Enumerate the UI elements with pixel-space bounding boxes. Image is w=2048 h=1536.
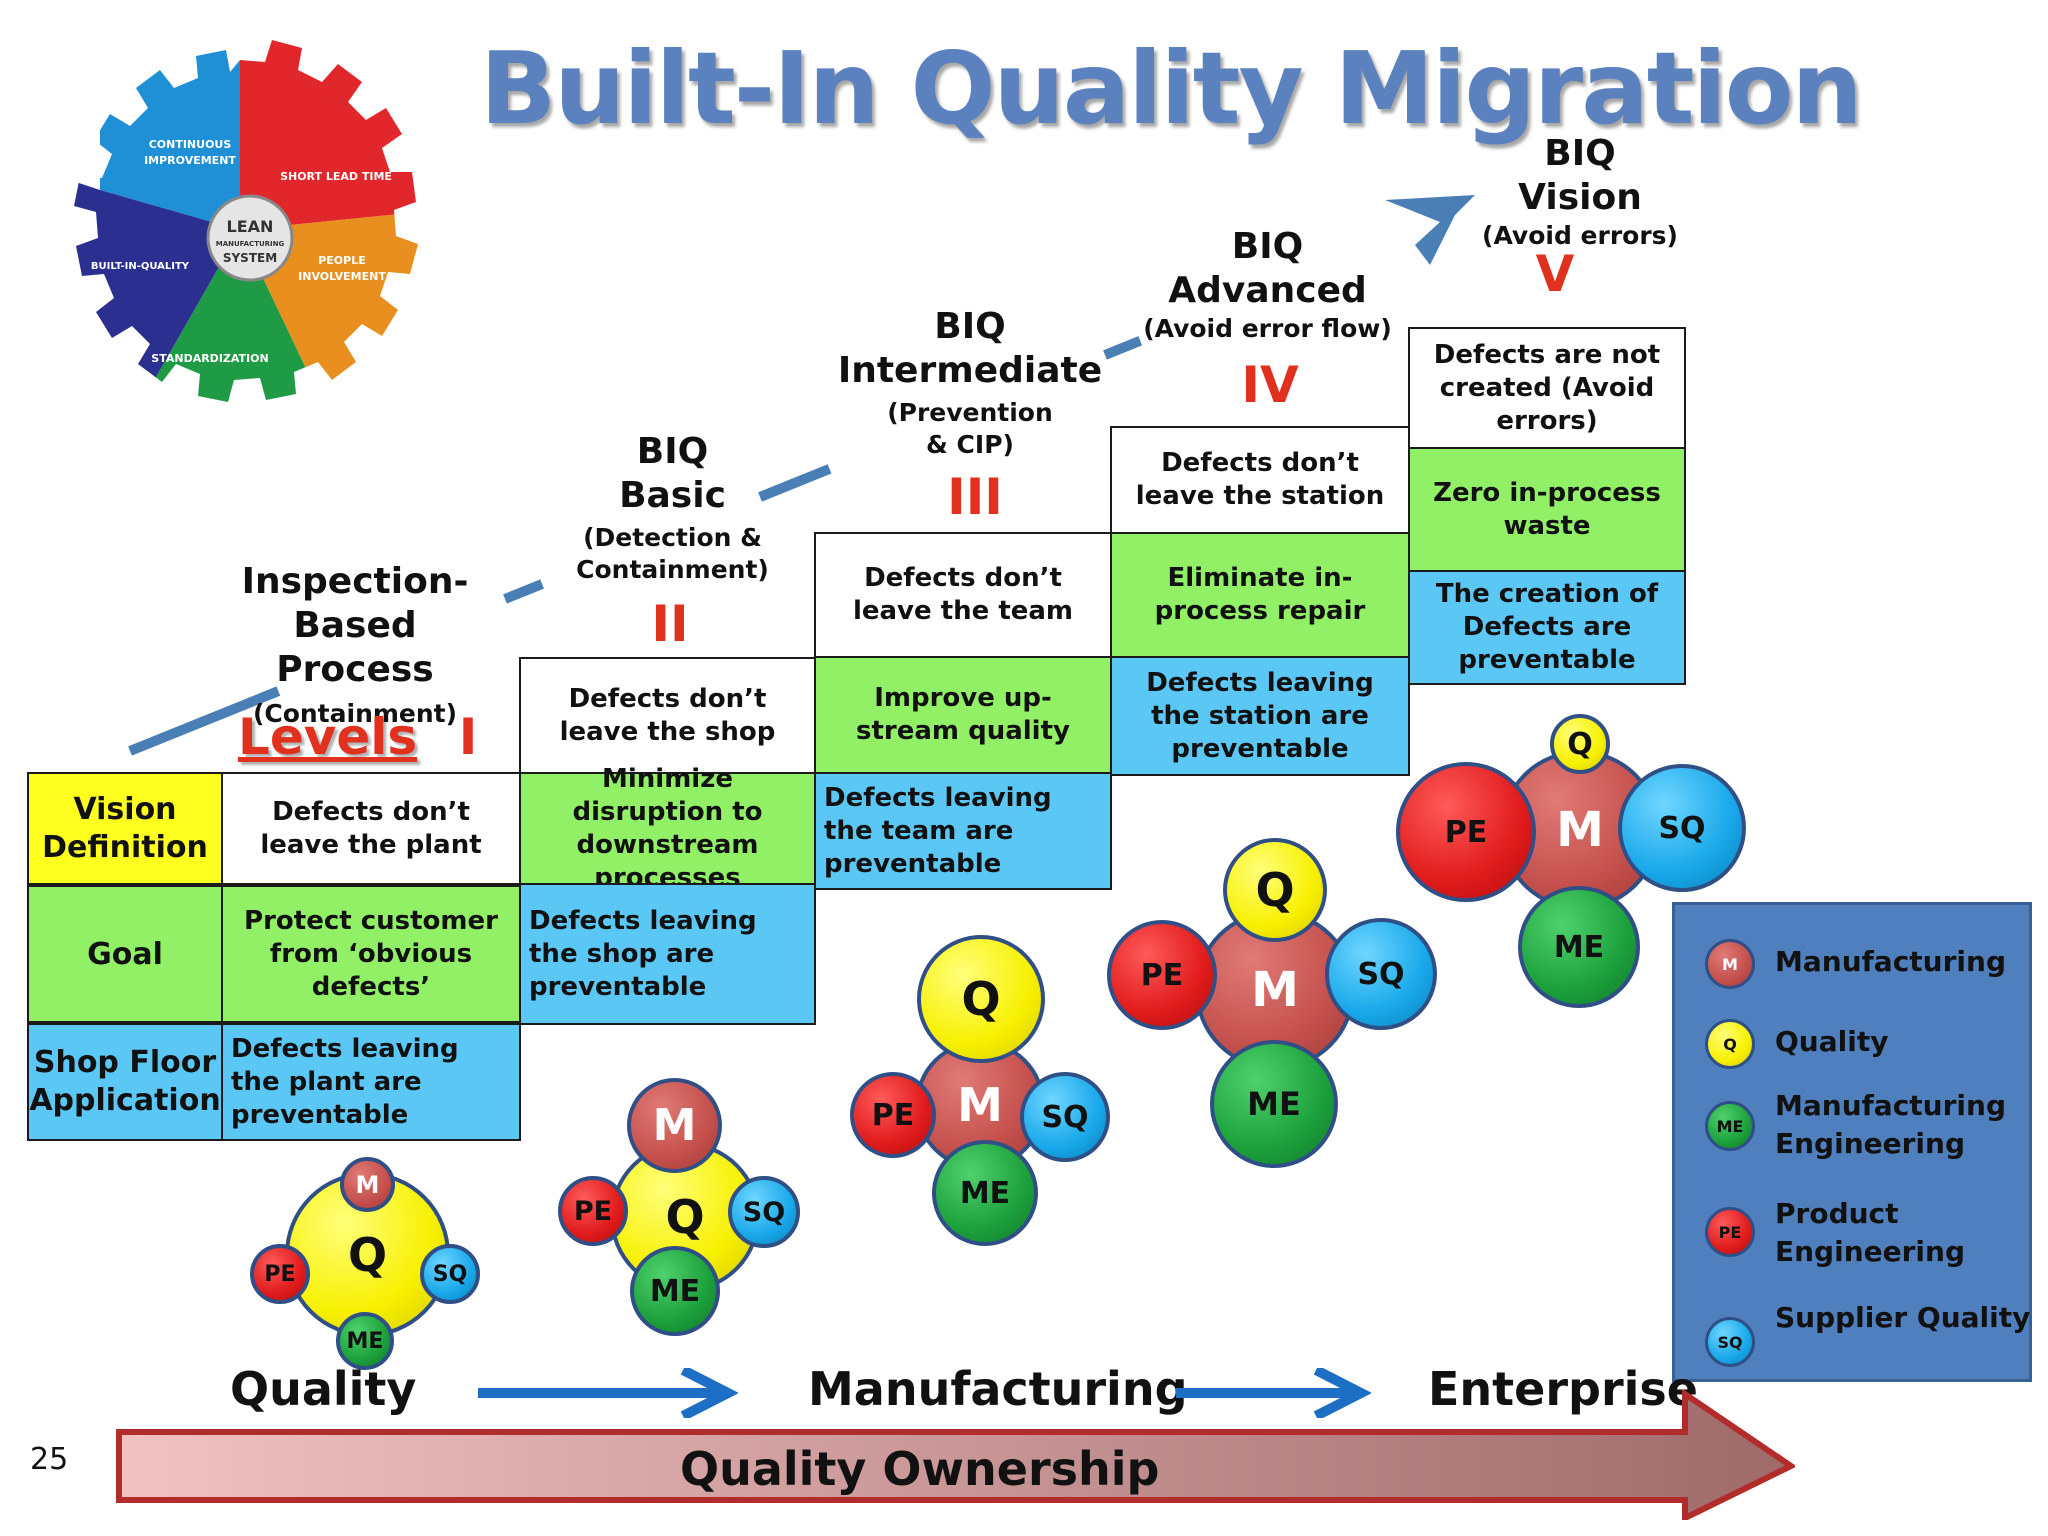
legend-q-label: Quality	[1775, 1025, 1889, 1058]
gear-label-built-in-quality: BUILT-IN-QUALITY	[91, 261, 190, 272]
legend-m-label: Manufacturing	[1775, 945, 2006, 978]
stage-5-name-line1: BIQ	[1544, 133, 1616, 174]
gear-label-continuous: CONTINUOUS	[149, 138, 232, 151]
legend-m-icon: M	[1705, 939, 1755, 989]
page-number: 25	[30, 1442, 69, 1477]
legend-me-icon: ME	[1705, 1101, 1755, 1151]
cluster-3-sq-circle: SQ	[1020, 1072, 1110, 1162]
cluster-5-me-circle: ME	[1518, 886, 1640, 1008]
stage-3-subtitle: (Prevention & CIP)	[887, 398, 1053, 459]
stage-4-name-line1: BIQ	[1231, 226, 1304, 267]
stage-5-name-line2: Vision	[1518, 177, 1642, 218]
cluster-3-q-circle: Q	[917, 935, 1045, 1063]
levels-label: Levels	[238, 708, 418, 766]
cluster-4-q-circle: Q	[1223, 838, 1327, 942]
row-label-shop: Shop Floor Application	[27, 1023, 223, 1141]
stage-4-roman: IV	[1241, 356, 1299, 414]
cluster-5-q-circle: Q	[1550, 714, 1610, 774]
vision-arrow-icon	[1385, 195, 1475, 265]
level-3-goal-cell: Improve up-stream quality	[814, 656, 1112, 774]
flow-enterprise-label: Enterprise	[1428, 1362, 1699, 1416]
cluster-1-sq-circle: SQ	[420, 1244, 480, 1304]
level-1-vision-cell: Defects don’t leave the plant	[221, 772, 521, 885]
cluster-1-pe-circle: PE	[250, 1244, 310, 1304]
stage-4-name-line2: Advanced	[1168, 270, 1367, 311]
row-label-goal: Goal	[27, 885, 223, 1023]
stage-3-roman: III	[947, 468, 1003, 526]
gear-label-involvement: INVOLVEMENT	[298, 270, 386, 283]
stage-1-name-line1: Inspection-	[241, 561, 469, 602]
cluster-1-me-circle: ME	[336, 1312, 394, 1370]
level-2-vision-cell: Defects don’t leave the shop	[519, 657, 816, 774]
gear-label-people: PEOPLE	[318, 254, 366, 267]
cluster-2-pe-circle: PE	[558, 1176, 628, 1246]
stage-2-subtitle: (Detection & Containment)	[576, 523, 769, 584]
stage-2-name-line2: Basic	[619, 475, 726, 516]
level-3-vision-cell: Defects don’t leave the team	[814, 532, 1112, 658]
level-2-shop-cell: Defects leaving the shop are preventable	[519, 883, 816, 1025]
stage-3-name-line2: Intermediate	[837, 350, 1103, 391]
flow-manufacturing-label: Manufacturing	[808, 1362, 1188, 1416]
cluster-1-m-circle: M	[340, 1157, 395, 1212]
legend-sq-icon: SQ	[1705, 1317, 1755, 1367]
legend-sq-label: Supplier Quality	[1775, 1301, 2031, 1334]
stage-5-heading: BIQ Vision (Avoid errors)	[1450, 132, 1710, 252]
cluster-3-me-circle: ME	[932, 1140, 1038, 1246]
cluster-5-pe-circle: PE	[1396, 762, 1536, 902]
gear-center-lean: LEAN	[227, 217, 274, 236]
stage-1-name-line2: Based Process	[276, 605, 434, 690]
cluster-2-m-circle: M	[627, 1078, 722, 1173]
level-4-vision-cell: Defects don’t leave the station	[1110, 426, 1410, 534]
row-label-vision: Vision Definition	[27, 772, 223, 885]
stage-1-roman: I	[458, 708, 478, 766]
stage-1-subtitle: (Containment)	[252, 699, 458, 728]
cluster-4-pe-circle: PE	[1107, 920, 1217, 1030]
legend-q-icon: Q	[1705, 1019, 1755, 1069]
stage-3-name-line1: BIQ	[934, 306, 1006, 347]
gear-label-standardization: STANDARDIZATION	[151, 352, 268, 365]
cluster-5-sq-circle: SQ	[1618, 764, 1746, 892]
quality-ownership-label: Quality Ownership	[680, 1442, 1160, 1496]
gear-center-manufacturing: MANUFACTURING	[216, 240, 285, 248]
gear-label-improvement: IMPROVEMENT	[144, 154, 236, 167]
level-2-goal-cell: Minimize disruption to downstream proces…	[519, 764, 816, 893]
stage-2-roman: II	[651, 595, 689, 653]
stage-5-subtitle: (Avoid errors)	[1482, 221, 1678, 250]
level-4-goal-cell: Eliminate in-process repair	[1110, 532, 1410, 658]
level-5-vision-cell: Defects are not created (Avoid errors)	[1408, 327, 1686, 449]
stage-1-heading: Inspection- Based Process (Containment)	[215, 560, 495, 730]
cluster-4-me-circle: ME	[1210, 1040, 1338, 1168]
level-1-goal-cell: Protect customer from ‘obvious defects’	[221, 885, 521, 1023]
cluster-4-sq-circle: SQ	[1325, 918, 1437, 1030]
cluster-2-me-circle: ME	[630, 1246, 720, 1336]
lean-system-gear-logo: LEAN MANUFACTURING SYSTEM CONTINUOUS IMP…	[74, 40, 418, 402]
quality-ownership-arrow	[116, 1390, 1795, 1520]
gear-label-short-lead-time: SHORT LEAD TIME	[280, 170, 392, 183]
legend-me-label: Manufacturing Engineering	[1775, 1089, 2006, 1160]
stage-2-name-line1: BIQ	[636, 431, 709, 472]
stage-4-subtitle: (Avoid error flow)	[1143, 314, 1392, 343]
stage-5-roman: V	[1535, 245, 1575, 303]
gear-center-system: SYSTEM	[223, 251, 277, 265]
flow-arrow-1-icon	[478, 1368, 738, 1418]
level-3-shop-cell: Defects leaving the team are preventable	[814, 772, 1112, 890]
flow-quality-label: Quality	[230, 1362, 417, 1416]
level-1-shop-cell: Defects leaving the plant are preventabl…	[221, 1023, 521, 1141]
stage-4-heading: BIQ Advanced (Avoid error flow)	[1135, 225, 1400, 345]
stage-3-heading: BIQ Intermediate (Prevention & CIP)	[830, 305, 1110, 461]
step-connector-2	[503, 579, 544, 604]
level-5-goal-cell: Zero in-process waste	[1408, 447, 1686, 572]
flow-arrow-2-icon	[1176, 1368, 1371, 1418]
level-4-shop-cell: Defects leaving the station are preventa…	[1110, 656, 1410, 776]
cluster-3-pe-circle: PE	[850, 1072, 936, 1158]
legend-pe-icon: PE	[1705, 1207, 1755, 1257]
stage-2-heading: BIQ Basic (Detection & Containment)	[560, 430, 785, 586]
page-title: Built-In Quality Migration	[480, 30, 1863, 147]
legend-panel: M Manufacturing Q Quality ME Manufacturi…	[1672, 902, 2032, 1382]
legend-pe-label: Product Engineering	[1775, 1197, 1965, 1268]
level-5-shop-cell: The creation of Defects are preventable	[1408, 570, 1686, 685]
cluster-2-sq-circle: SQ	[728, 1176, 800, 1248]
